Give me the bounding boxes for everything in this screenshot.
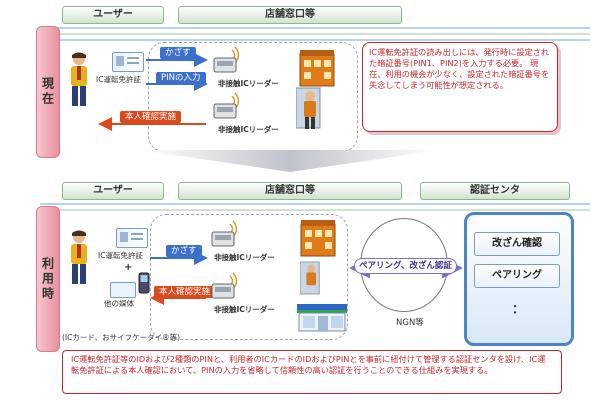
other-media-label: 他の媒体 bbox=[104, 299, 134, 308]
action-kazasu-label: かざす bbox=[160, 47, 196, 59]
convenience-store-icon bbox=[297, 304, 347, 332]
ngn-label: NGN等 bbox=[396, 318, 424, 328]
bottom-header-user: ユーザー bbox=[62, 182, 164, 200]
action-confirm-label: 本人確認実施 bbox=[120, 111, 182, 123]
bottom-header-auth: 認証センタ bbox=[420, 182, 570, 200]
reader-2-label: 非接触ICリーダー bbox=[214, 305, 275, 314]
ic-reader-icon bbox=[213, 92, 240, 119]
other-media-note: (ICカード、おサイフケータイ®等) bbox=[62, 333, 180, 342]
top-header-store: 店舗窓口等 bbox=[178, 6, 402, 24]
action-confirm-label: 本人確認実施 bbox=[154, 286, 216, 298]
auth-item-more: ： bbox=[512, 302, 525, 316]
user-person-icon bbox=[71, 230, 87, 284]
ic-license-card-icon bbox=[112, 52, 144, 72]
auth-item-pairing: ペアリング bbox=[474, 264, 560, 288]
bottom-side-label: 利用時 bbox=[36, 206, 60, 352]
action-kazasu-label: かざす bbox=[166, 245, 202, 257]
pairing-link-label: ペアリング、改ざん認証 bbox=[354, 258, 457, 274]
store-clerk-icon bbox=[296, 87, 321, 129]
ic-card-icon bbox=[110, 282, 136, 298]
ic-reader-icon bbox=[211, 272, 238, 299]
top-side-label: 現在 bbox=[36, 26, 60, 158]
ic-license-label: IC運転免許証 bbox=[98, 251, 143, 260]
store-building-icon bbox=[300, 220, 336, 257]
bottom-store-area bbox=[150, 214, 348, 340]
store-clerk-icon bbox=[300, 261, 320, 295]
top-arrows bbox=[98, 53, 208, 131]
auth-item-tamper-check: 改ざん確認 bbox=[474, 232, 560, 256]
store-building-icon bbox=[299, 50, 335, 87]
top-header-user: ユーザー bbox=[62, 6, 164, 24]
reader-1-label: 非接触ICリーダー bbox=[218, 79, 279, 88]
ic-license-label: IC運転免許証 bbox=[96, 75, 141, 84]
top-note: IC運転免許証の読み出しには、発行時に設定された暗証番号(PIN1、PIN2)を… bbox=[362, 42, 558, 132]
action-pin-label: PINの入力 bbox=[156, 72, 206, 84]
ic-reader-icon bbox=[213, 46, 240, 73]
reader-2-label: 非接触ICリーダー bbox=[218, 125, 279, 134]
ic-license-card-icon bbox=[116, 228, 148, 248]
bottom-header-store: 店舗窓口等 bbox=[178, 182, 402, 200]
user-person-icon bbox=[71, 52, 87, 106]
top-lanes bbox=[40, 27, 590, 41]
ic-reader-icon bbox=[211, 220, 238, 247]
bottom-note: IC運転免許証等のIDおよび2種類のPINと、利用者のICカードのIDおよびPI… bbox=[62, 350, 562, 394]
mobile-phone-icon bbox=[138, 272, 150, 294]
reader-1-label: 非接触ICリーダー bbox=[214, 253, 275, 262]
plus-sign: + bbox=[124, 262, 133, 273]
